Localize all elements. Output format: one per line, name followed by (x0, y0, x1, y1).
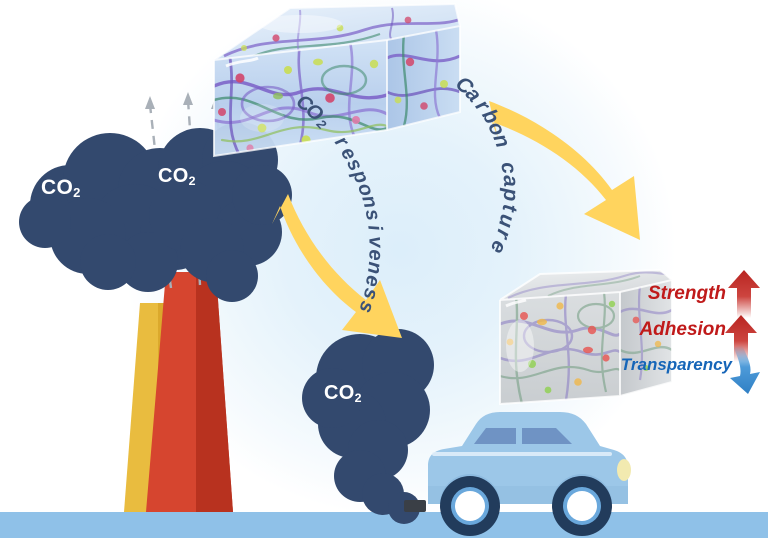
strength-up-arrow (728, 270, 760, 318)
adhesion-up-arrow (725, 315, 757, 362)
exhaust-pipe (404, 500, 426, 512)
co2-responsiveness-arrow (272, 194, 402, 338)
car-window-rear (522, 428, 572, 444)
co2-label-upper-left: CO2 (41, 176, 81, 201)
headlight (617, 459, 631, 481)
car-wheel-front (552, 476, 612, 536)
ground-band (0, 512, 768, 538)
car-wheel-rear (440, 476, 500, 536)
carbon-capture-arrow (489, 101, 640, 240)
property-transparency-label: Transparency (620, 355, 732, 374)
cloud-upper-right (149, 122, 292, 302)
transparency-down-arrow (730, 345, 760, 394)
cloud-lower-car (302, 329, 434, 524)
property-adhesion-label: Adhesion (639, 319, 726, 340)
co2-label-upper-right: CO2 (158, 165, 196, 189)
car-window-front (474, 428, 516, 444)
co2-label-lower-car: CO2 (324, 382, 362, 406)
property-strength-label: Strength (647, 283, 726, 304)
stack-red (146, 272, 233, 512)
